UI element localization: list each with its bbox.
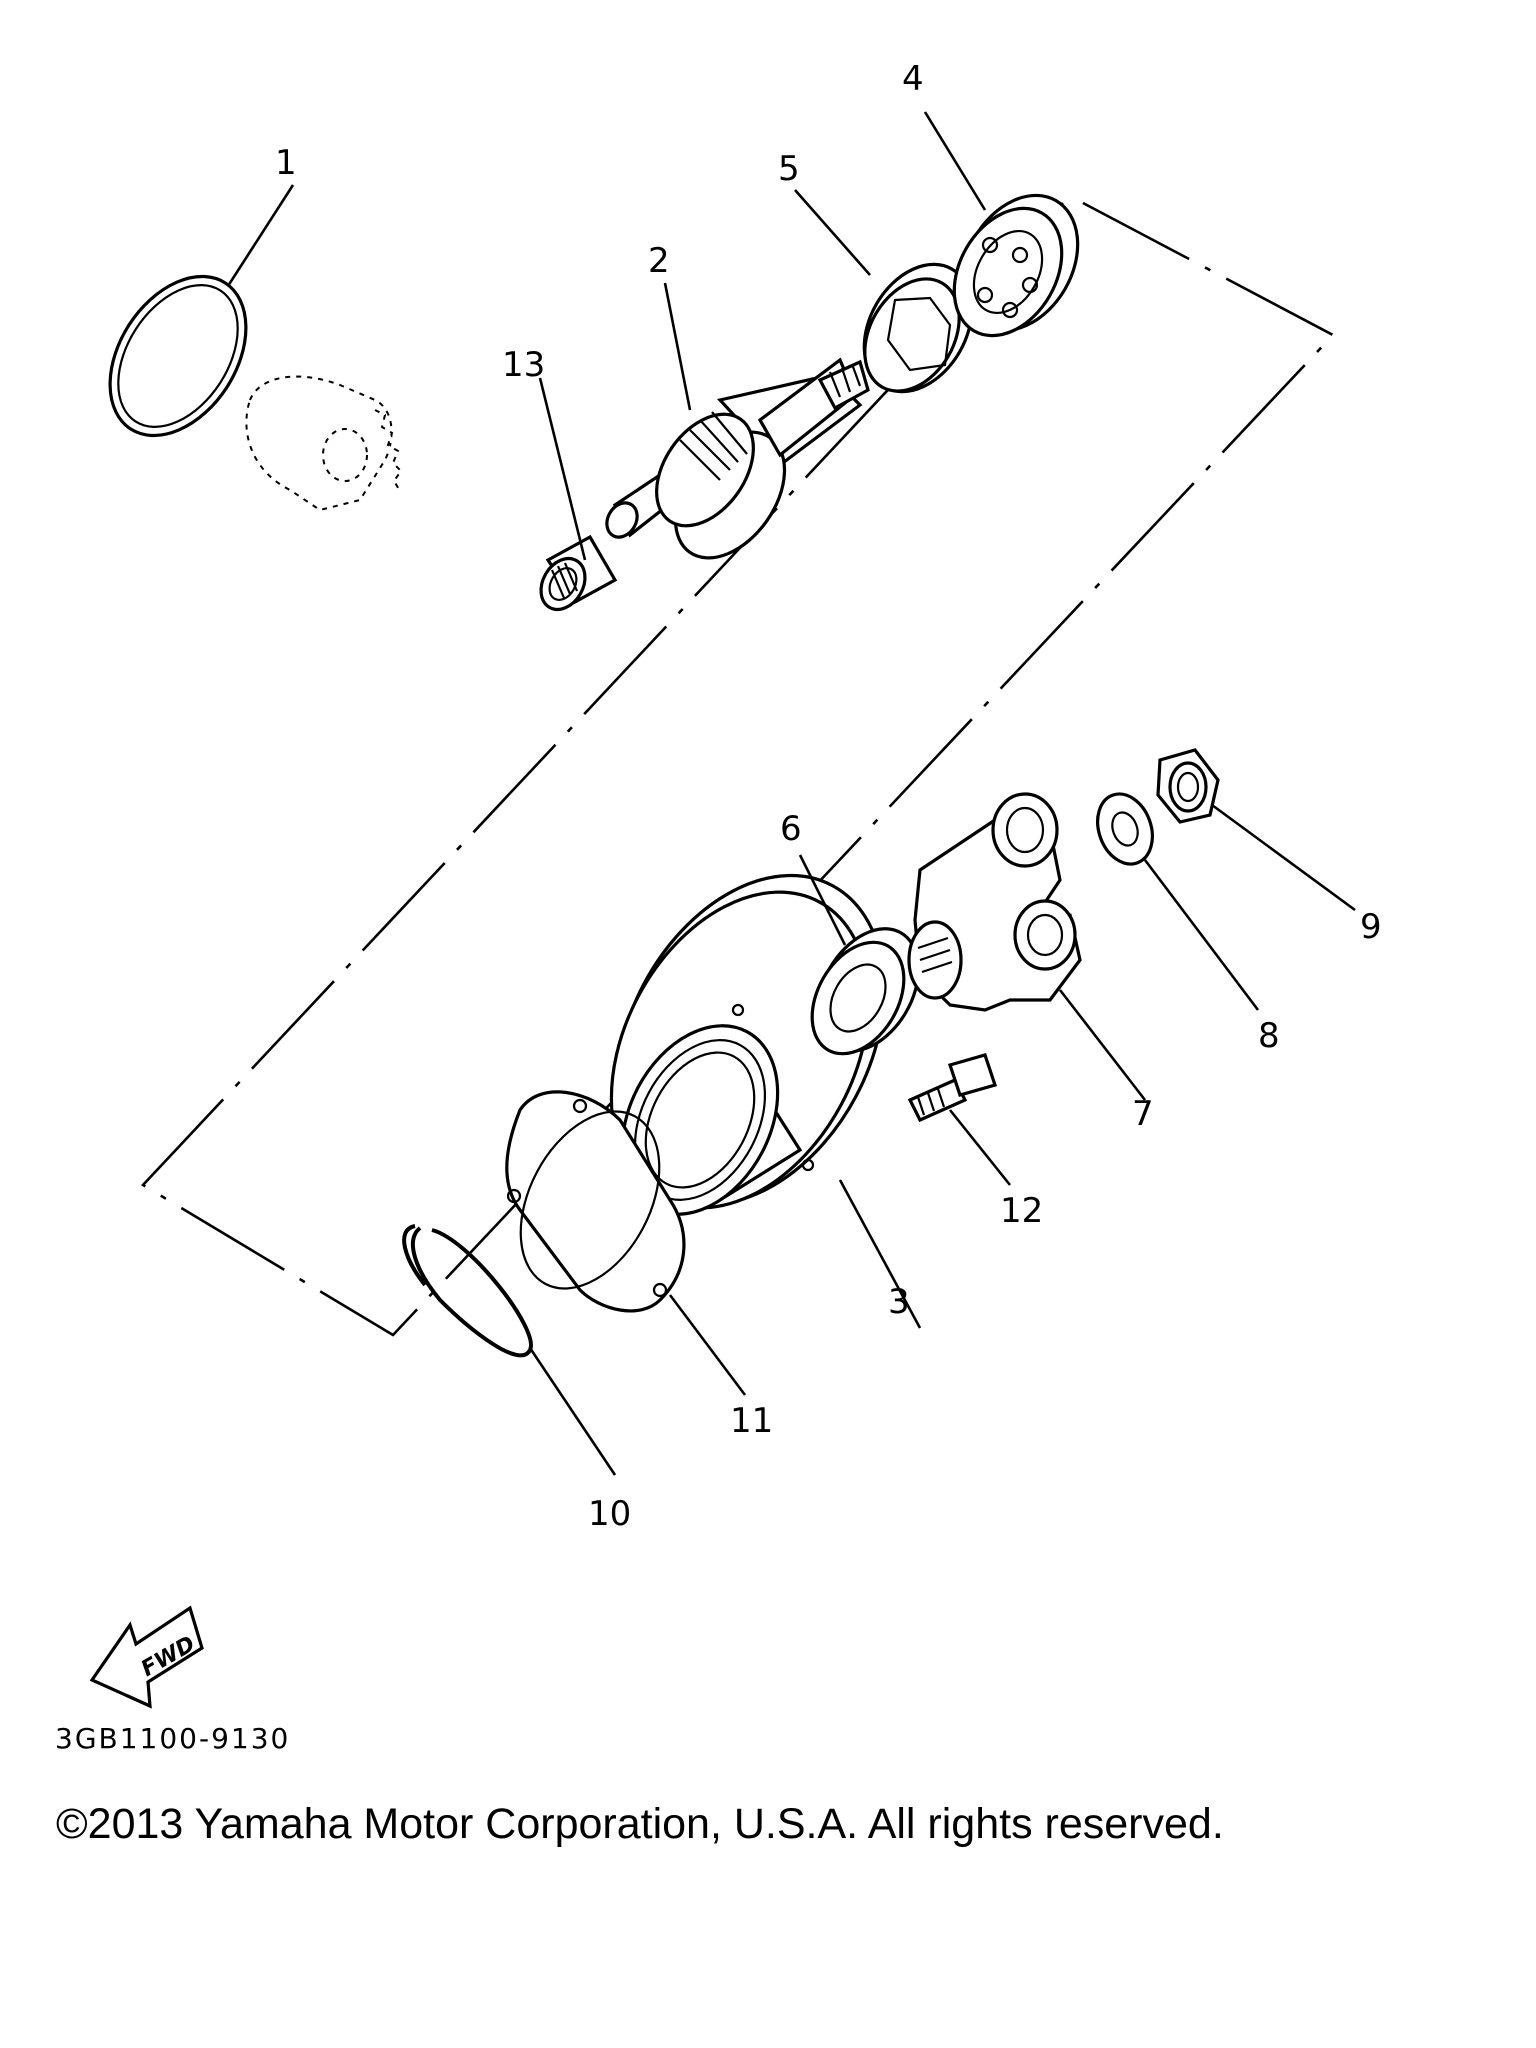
part-13-needle-bearing — [539, 534, 618, 612]
part-8-washer — [1096, 792, 1154, 866]
callout-11: 11 — [730, 1401, 773, 1441]
part-9-nut — [1156, 748, 1220, 824]
callout-1: 1 — [275, 143, 297, 183]
part-2-gear-shaft — [605, 357, 870, 560]
callout-9: 9 — [1360, 907, 1382, 947]
callout-3: 3 — [888, 1282, 910, 1322]
copyright-text: ©2013 Yamaha Motor Corporation, U.S.A. A… — [56, 1800, 1224, 1848]
callout-2: 2 — [648, 241, 670, 281]
callout-4: 4 — [902, 59, 924, 99]
part-6-oil-seal — [810, 927, 921, 1056]
reference-gear-outline — [245, 375, 403, 512]
diagram-code: 3GB1100-9130 — [55, 1722, 290, 1755]
callout-8: 8 — [1258, 1016, 1280, 1056]
part-5-seal — [862, 262, 974, 394]
callout-6: 6 — [780, 809, 802, 849]
part-4-ball-bearing — [952, 193, 1080, 338]
part-3-housing — [609, 873, 886, 1216]
leader-lines — [226, 111, 1356, 1476]
assembly-boundary — [140, 201, 1336, 1337]
callout-10: 10 — [588, 1494, 631, 1534]
part-1-o-ring — [108, 274, 248, 438]
fwd-arrow-icon: FWD — [89, 1605, 204, 1709]
part-12-bolt — [907, 1053, 998, 1123]
part-7-yoke — [907, 792, 1082, 1012]
callout-12: 12 — [1000, 1191, 1043, 1231]
part-10-circlip — [402, 1224, 533, 1358]
callout-labels: 1 2 3 4 5 6 7 8 9 10 11 12 13 — [275, 59, 1382, 1534]
callout-13: 13 — [502, 345, 545, 385]
callout-7: 7 — [1132, 1094, 1154, 1134]
callout-5: 5 — [778, 149, 800, 189]
part-11-gasket — [505, 1090, 686, 1313]
